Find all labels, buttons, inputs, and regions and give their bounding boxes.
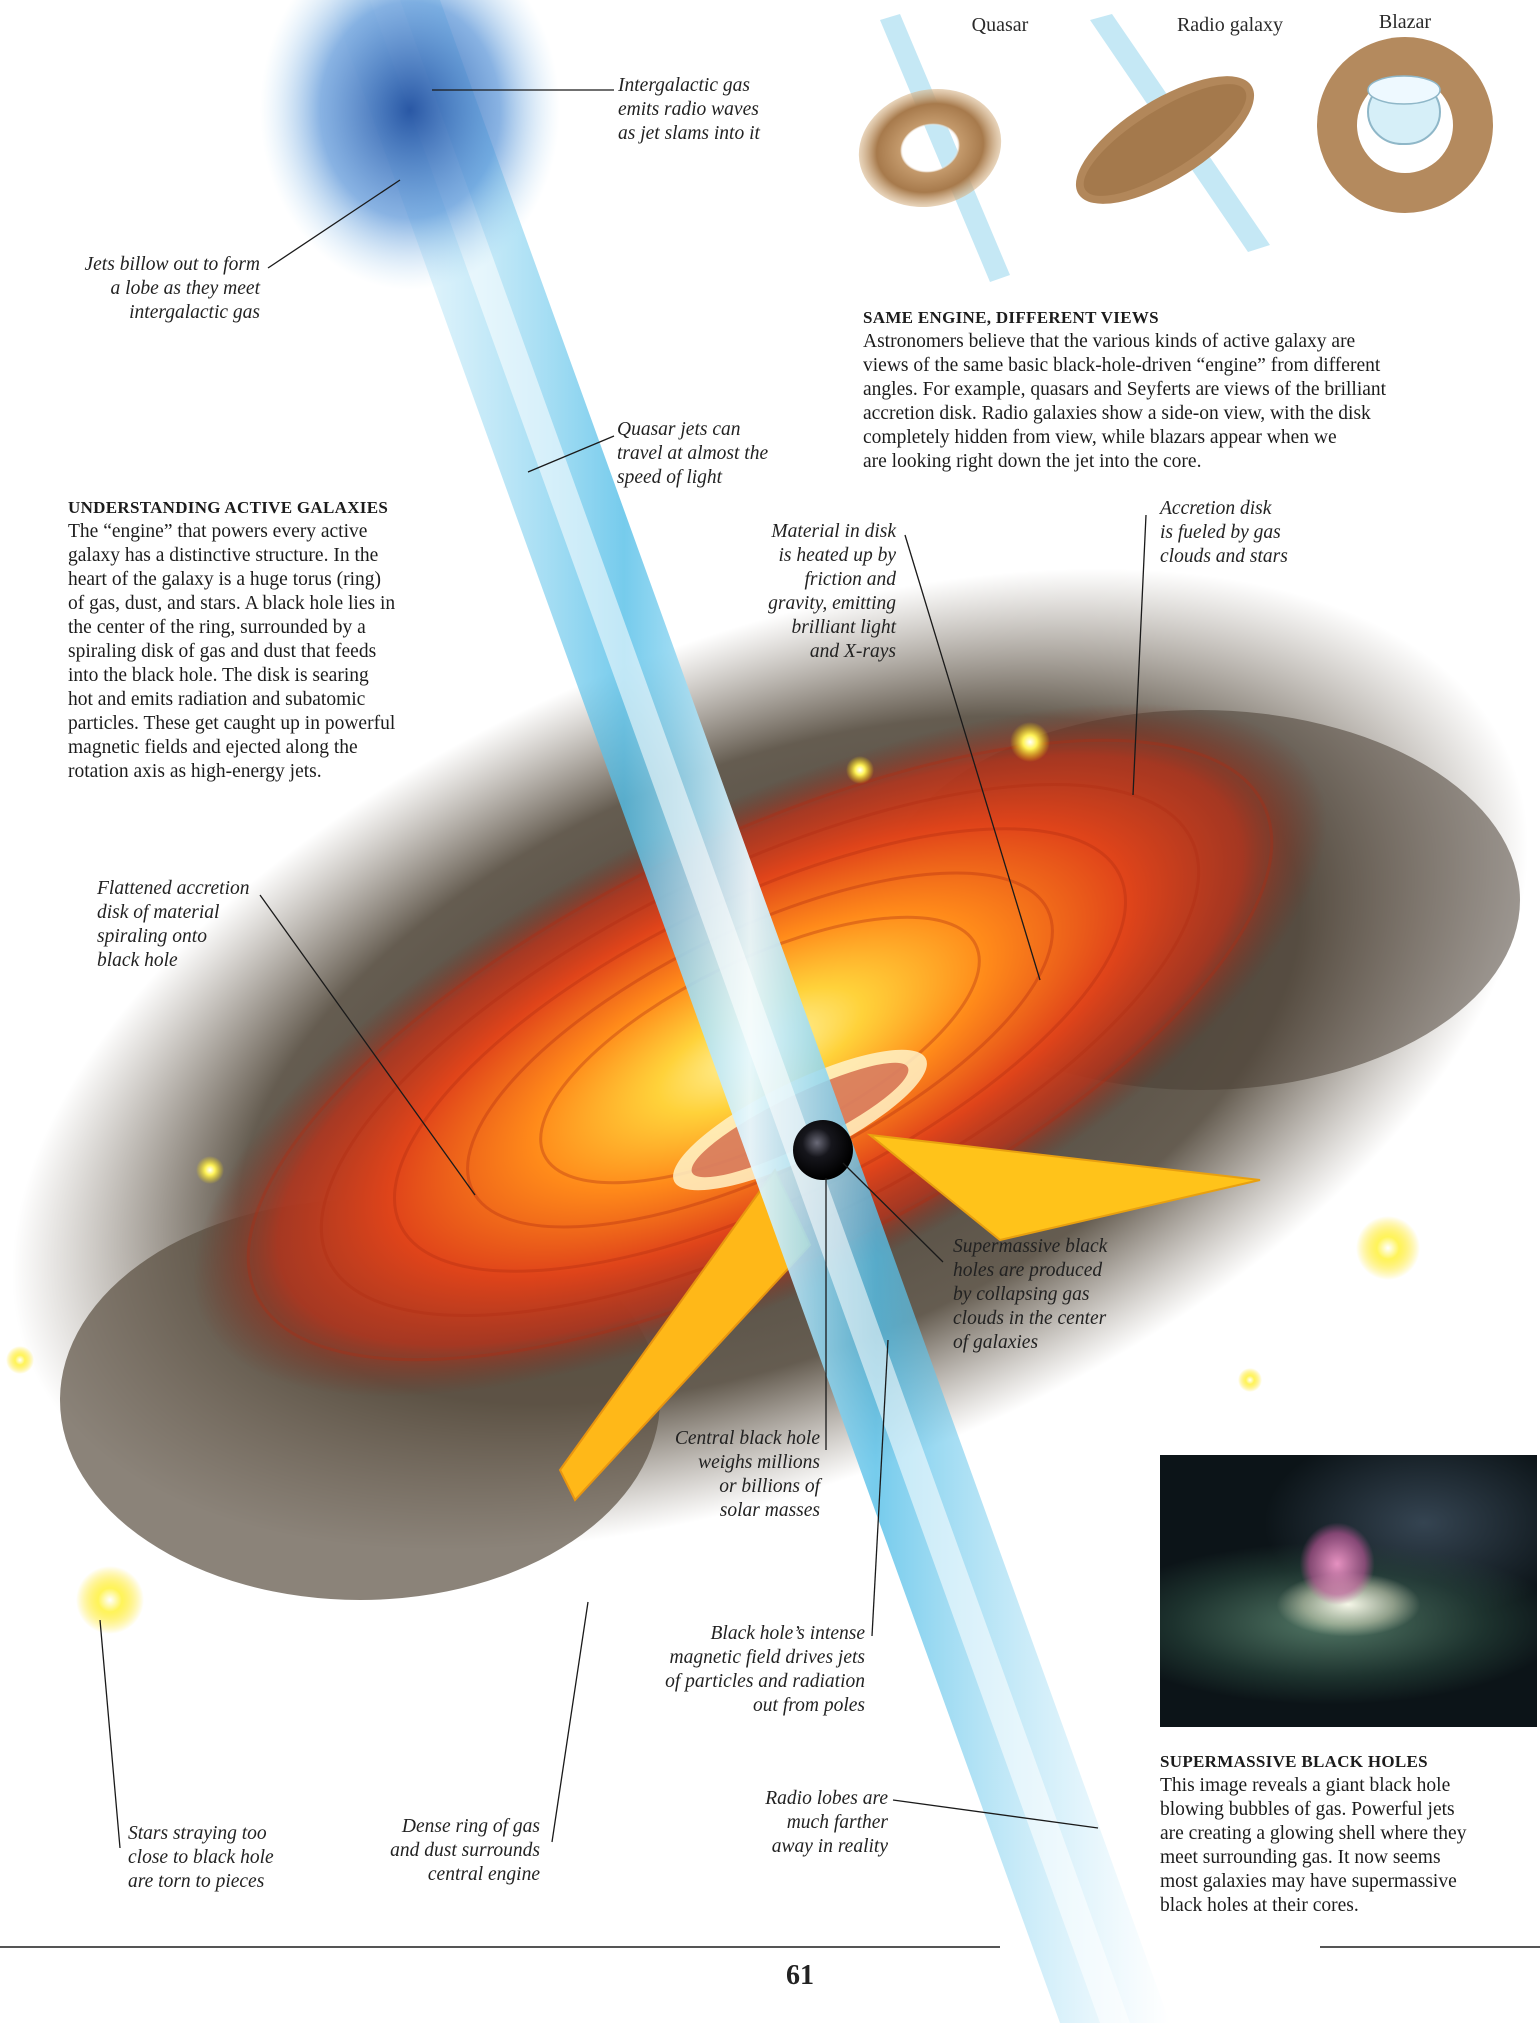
page-number: 61 bbox=[786, 1960, 814, 1991]
leader-line bbox=[267, 179, 401, 269]
leader-line bbox=[551, 1601, 589, 1843]
leader-line bbox=[99, 1619, 121, 1849]
body-line: rotation axis as high-energy jets. bbox=[68, 761, 322, 782]
radio-lobe bbox=[260, 0, 560, 290]
callout-radio-lobes: Radio lobes are much farther away in rea… bbox=[765, 1788, 888, 1857]
body-line: are creating a glowing shell where they bbox=[1160, 1823, 1467, 1844]
torn-stars bbox=[6, 722, 1420, 1634]
body-line: of gas, dust, and stars. A black hole li… bbox=[68, 593, 396, 614]
callout-accretion-fueled: Accretion disk is fueled by gas clouds a… bbox=[1160, 498, 1288, 567]
body-line: heart of the galaxy is a huge torus (rin… bbox=[68, 569, 381, 590]
leader-line bbox=[1132, 514, 1147, 796]
black-hole bbox=[793, 1120, 853, 1180]
body-line: black holes at their cores. bbox=[1160, 1895, 1359, 1916]
body-line: hot and emits radiation and subatomic bbox=[68, 689, 366, 710]
leader-line bbox=[842, 1162, 944, 1263]
body-line: views of the same basic black-hole-drive… bbox=[863, 355, 1381, 376]
same-engine-section: SAME ENGINE, DIFFERENT VIEWS Astronomers… bbox=[863, 306, 1483, 474]
blazar-diagram bbox=[1317, 37, 1493, 213]
body-line: into the black hole. The disk is searing bbox=[68, 665, 369, 686]
body-line: the center of the ring, surrounded by a bbox=[68, 617, 366, 638]
quasar-label: Quasar bbox=[971, 14, 1029, 36]
understanding-section: UNDERSTANDING ACTIVE GALAXIES The “engin… bbox=[68, 496, 468, 784]
body-line: most galaxies may have supermassive bbox=[1160, 1871, 1457, 1892]
radio-galaxy-diagram bbox=[1075, 14, 1270, 252]
body-line: blowing bubbles of gas. Powerful jets bbox=[1160, 1799, 1455, 1820]
body-line: meet surrounding gas. It now seems bbox=[1160, 1847, 1441, 1868]
callout-jets-billow: Jets billow out to form a lobe as they m… bbox=[84, 254, 261, 323]
callout-flattened-disk: Flattened accretion disk of material spi… bbox=[97, 878, 250, 971]
blazar-label: Blazar bbox=[1378, 11, 1432, 33]
body-line: magnetic fields and ejected along the bbox=[68, 737, 358, 758]
callout-supermassive-produced: Supermassive black holes are produced by… bbox=[953, 1236, 1108, 1353]
radio-galaxy-label: Radio galaxy bbox=[1176, 14, 1284, 36]
supermassive-section: SUPERMASSIVE BLACK HOLES This image reve… bbox=[1160, 1750, 1535, 1918]
body-line: completely hidden from view, while blaza… bbox=[863, 427, 1337, 448]
body-line: The “engine” that powers every active bbox=[68, 521, 368, 542]
body-line: angles. For example, quasars and Seyfert… bbox=[863, 379, 1387, 400]
body-line: accretion disk. Radio galaxies show a si… bbox=[863, 403, 1371, 424]
body-line: particles. These get caught up in powerf… bbox=[68, 713, 396, 734]
section-heading: UNDERSTANDING ACTIVE GALAXIES bbox=[68, 498, 389, 517]
callout-material-in-disk: Material in disk is heated up by frictio… bbox=[768, 521, 896, 662]
body-line: This image reveals a giant black hole bbox=[1160, 1775, 1451, 1796]
callout-intergalactic-gas: Intergalactic gas emits radio waves as j… bbox=[618, 75, 760, 144]
leader-line bbox=[904, 534, 1041, 981]
body-line: are looking right down the jet into the … bbox=[863, 451, 1202, 472]
section-heading: SUPERMASSIVE BLACK HOLES bbox=[1160, 1752, 1428, 1771]
disk-cutaway bbox=[558, 1133, 1261, 1502]
footer-rule-left bbox=[0, 1946, 1000, 1948]
callout-quasar-jets: Quasar jets can travel at almost the spe… bbox=[617, 419, 769, 488]
callout-magnetic-field: Black hole’s intense magnetic field driv… bbox=[665, 1623, 865, 1716]
section-heading: SAME ENGINE, DIFFERENT VIEWS bbox=[863, 308, 1159, 327]
leader-line bbox=[892, 1799, 1099, 1829]
callout-stars-straying: Stars straying too close to black hole a… bbox=[128, 1823, 274, 1892]
body-line: spiraling disk of gas and dust that feed… bbox=[68, 641, 377, 662]
callout-dense-ring: Dense ring of gas and dust surrounds cen… bbox=[390, 1816, 540, 1885]
footer-rule-right bbox=[1320, 1946, 1540, 1948]
body-line: galaxy has a distinctive structure. In t… bbox=[68, 545, 379, 566]
body-line: Astronomers believe that the various kin… bbox=[863, 331, 1356, 352]
quasar-diagram bbox=[858, 14, 1010, 282]
black-hole-bubble-photo bbox=[1160, 1455, 1537, 1727]
leader-line bbox=[527, 435, 615, 473]
leader-line bbox=[259, 894, 476, 1196]
relativistic-jet bbox=[330, 0, 1170, 2023]
callout-central-black-hole: Central black hole weighs millions or bi… bbox=[674, 1428, 820, 1521]
leader-line bbox=[871, 1339, 889, 1637]
